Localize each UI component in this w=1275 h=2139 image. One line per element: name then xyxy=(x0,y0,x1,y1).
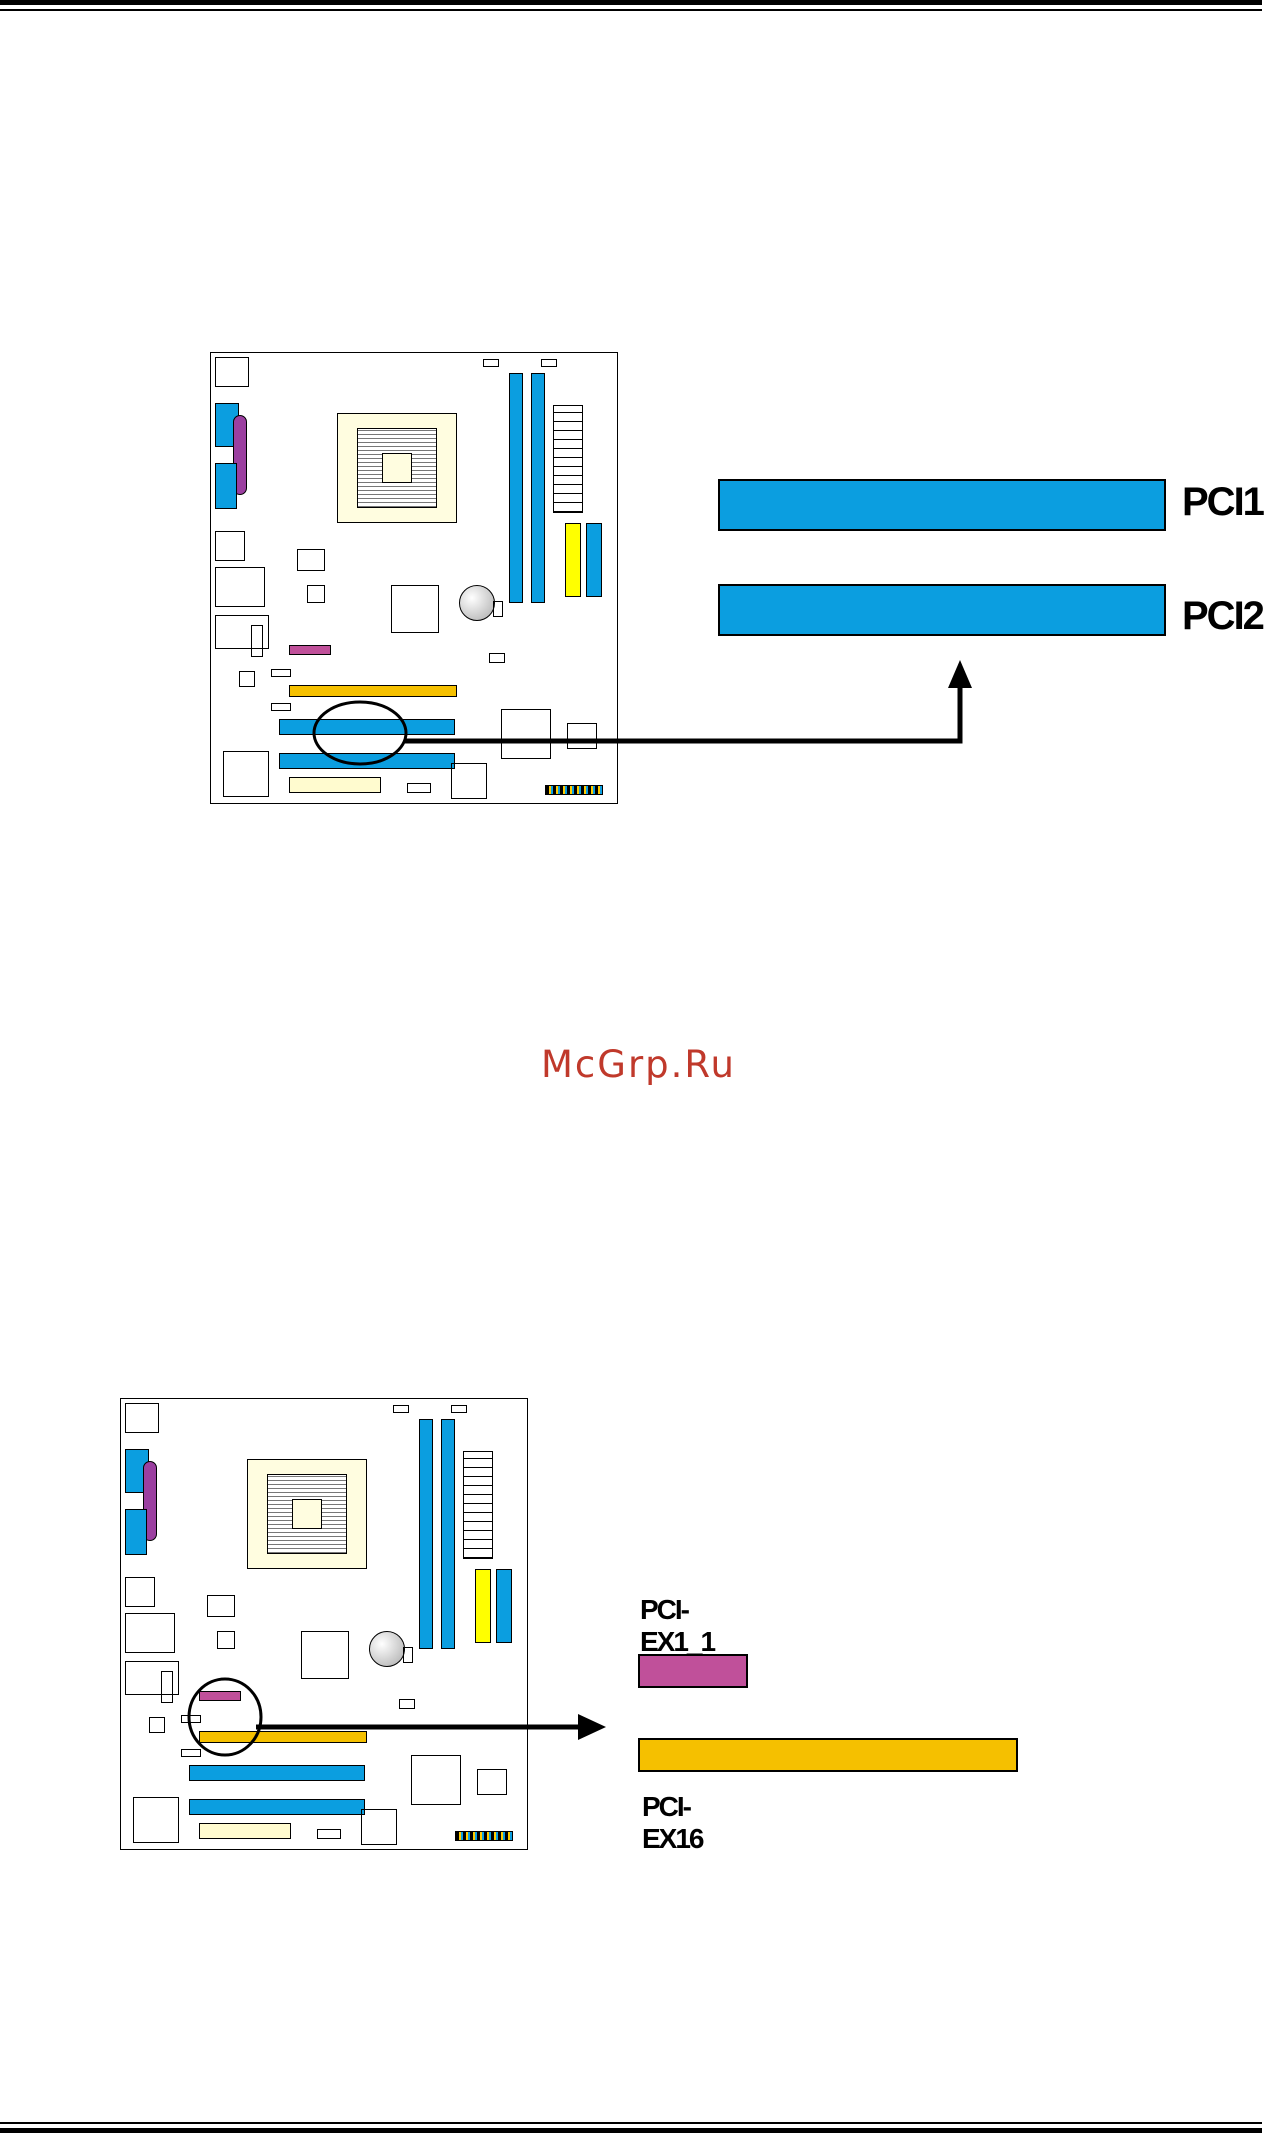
pcie-x16-label: PCI-EX16 xyxy=(642,1791,703,1855)
callout-arrow-pcie xyxy=(0,0,1275,1900)
pcie-x1-slot-enlarged xyxy=(638,1654,748,1688)
bottom-rule-thick xyxy=(0,2128,1262,2133)
bottom-rule-thin xyxy=(0,2122,1262,2124)
pcie-x16-slot-enlarged xyxy=(638,1738,1018,1772)
pcie-x1-label: PCI-EX1_1 xyxy=(640,1594,714,1658)
